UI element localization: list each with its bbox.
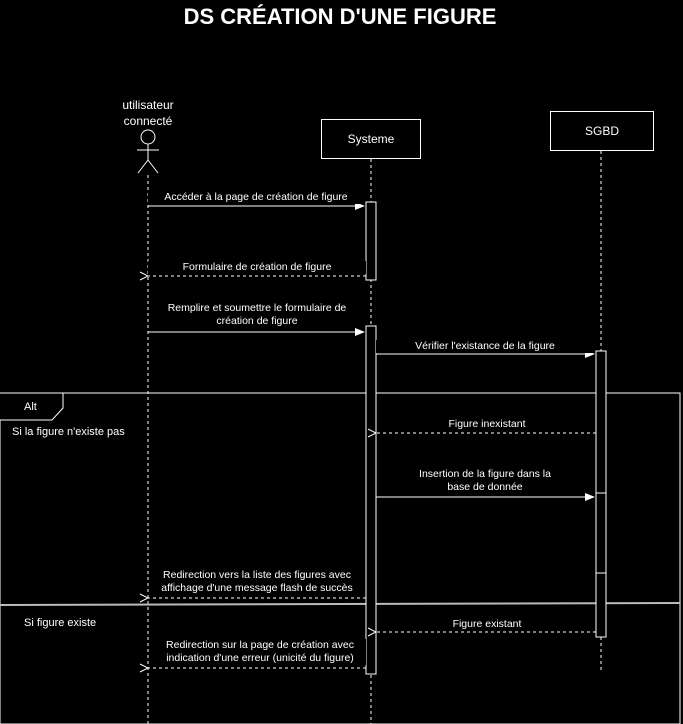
db-activation <box>595 350 607 638</box>
actor-stick-figure-icon <box>137 129 159 174</box>
msg8-label: Figure existant <box>430 618 544 631</box>
msg4-label: Vérifier l'existance de la figure <box>376 340 594 353</box>
msg3-label: Remplire et soumettre le formulaire de c… <box>160 302 354 328</box>
alt-divider <box>0 602 681 606</box>
msg1-label: Accéder à la page de création de figure <box>148 191 364 204</box>
alt-operator-label: Alt <box>24 401 37 413</box>
system-participant-box: Systeme <box>321 119 421 159</box>
db-participant-box: SGBD <box>550 111 654 151</box>
alt-operator-tab <box>0 392 64 421</box>
actor-label: utilisateur connecté <box>122 98 174 128</box>
msg9-label: Redirection sur la page de création avec… <box>154 639 366 665</box>
msg5-label: Figure inexistant <box>430 418 544 431</box>
diagram-title: DS CRÉATION D'UNE FIGURE <box>183 4 497 29</box>
system-activation-2 <box>365 325 377 675</box>
system-activation-1 <box>365 201 377 281</box>
msg2-label: Formulaire de création de figure <box>148 261 366 274</box>
msg6-label: Insertion de la figure dans la base de d… <box>410 468 560 494</box>
msg7-label: Redirection vers la liste des figures av… <box>154 569 360 595</box>
alt-fragment-frame <box>0 392 681 724</box>
alt-guard-1: Si la figure n'existe pas <box>12 426 125 438</box>
alt-guard-2: Si figure existe <box>24 617 97 629</box>
